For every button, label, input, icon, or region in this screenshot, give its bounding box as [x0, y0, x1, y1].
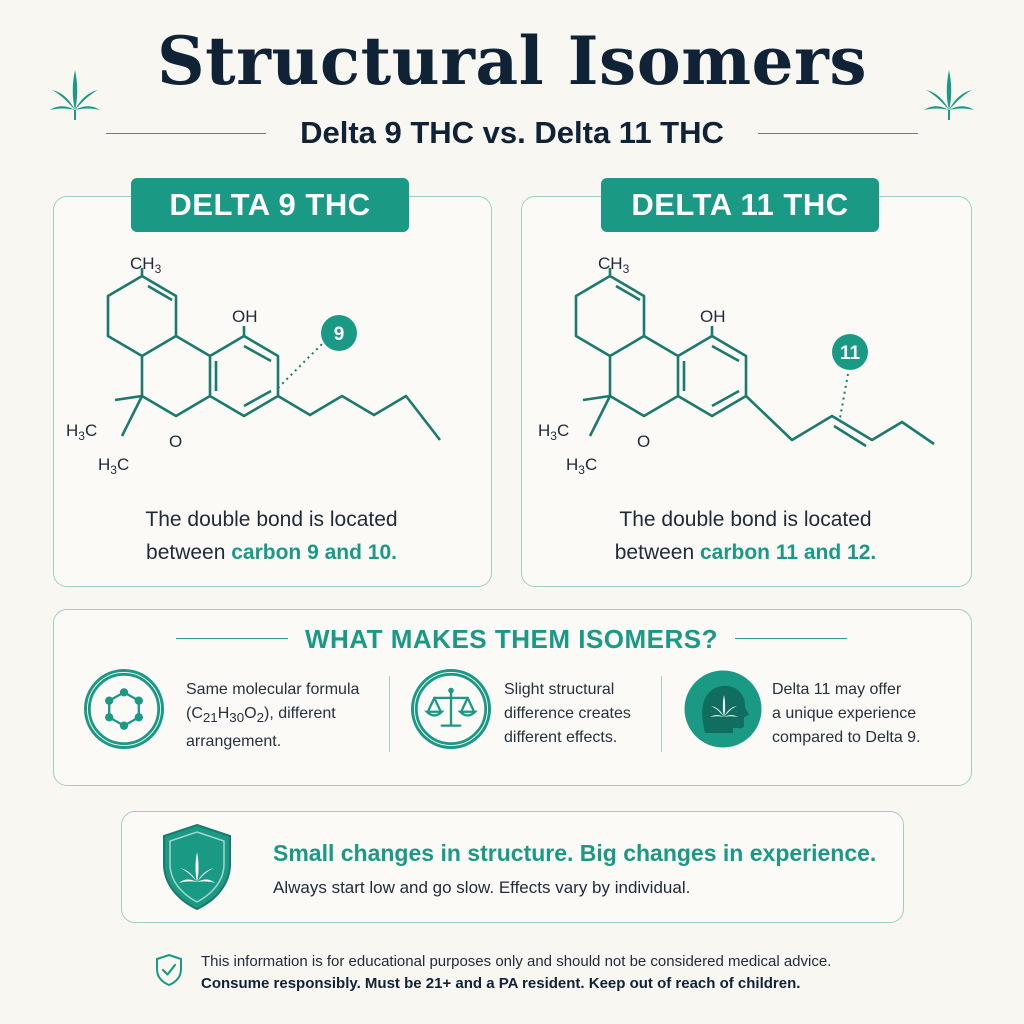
tagline-panel: [121, 811, 904, 923]
hexagon-molecule-icon: [84, 669, 164, 749]
subtitle-rule-right: [758, 133, 918, 134]
atom-h3c: H3C: [98, 455, 129, 477]
delta9-card: [53, 196, 492, 587]
feature-text: Same molecular formula (C21H30O2), diffe…: [186, 681, 360, 751]
atom-oh: OH: [700, 307, 726, 326]
delta11-carbon-marker: 11: [840, 343, 861, 364]
delta9-label: DELTA 9 THC: [131, 178, 409, 232]
atom-o: O: [169, 432, 182, 451]
shield-check-icon: [156, 953, 182, 987]
disclaimer-warning: Consume responsibly. Must be 21+ and a P…: [201, 975, 801, 992]
atom-ch3: CH3: [130, 254, 162, 276]
atom-h3c: H3C: [566, 455, 597, 477]
balance-scale-icon: [411, 669, 491, 749]
tagline-headline: Small changes in structure. Big changes …: [273, 840, 877, 866]
cannabis-leaf-icon: [50, 70, 100, 120]
tagline-subtext: Always start low and go slow. Effects va…: [273, 878, 691, 897]
cannabis-leaf-icon: [924, 70, 974, 120]
atom-h3c: H3C: [538, 421, 569, 443]
delta9-molecule-diagram: 9 CH3 OH O H3C H3C: [66, 254, 442, 477]
feature-divider: [389, 676, 390, 752]
page-subtitle: Delta 9 THC vs. Delta 11 THC: [300, 115, 724, 150]
atom-h3c: H3C: [66, 421, 97, 443]
section-rule-left: [176, 638, 288, 639]
disclaimer-text: This information is for educational purp…: [201, 953, 832, 970]
atom-ch3: CH3: [598, 254, 630, 276]
delta11-molecule-diagram: 11 CH3 OH O H3C H3C: [538, 254, 935, 477]
delta9-carbon-marker: 9: [334, 324, 345, 345]
delta11-label: DELTA 11 THC: [601, 178, 879, 232]
delta9-description: The double bond is located between carbo…: [145, 508, 398, 564]
head-leaf-icon: [684, 670, 762, 748]
atom-oh: OH: [232, 307, 258, 326]
shield-leaf-icon: [163, 823, 231, 911]
feature-text: Delta 11 may offer a unique experience c…: [772, 681, 921, 746]
isomers-title: WHAT MAKES THEM ISOMERS?: [304, 624, 719, 654]
subtitle-rule-left: [106, 133, 266, 134]
feature-divider: [661, 676, 662, 752]
section-rule-right: [735, 638, 847, 639]
atom-o: O: [637, 432, 650, 451]
feature-text: Slight structural difference creates dif…: [504, 681, 631, 746]
delta11-description: The double bond is located between carbo…: [614, 508, 877, 564]
page-title: Structural Isomers: [157, 22, 867, 100]
